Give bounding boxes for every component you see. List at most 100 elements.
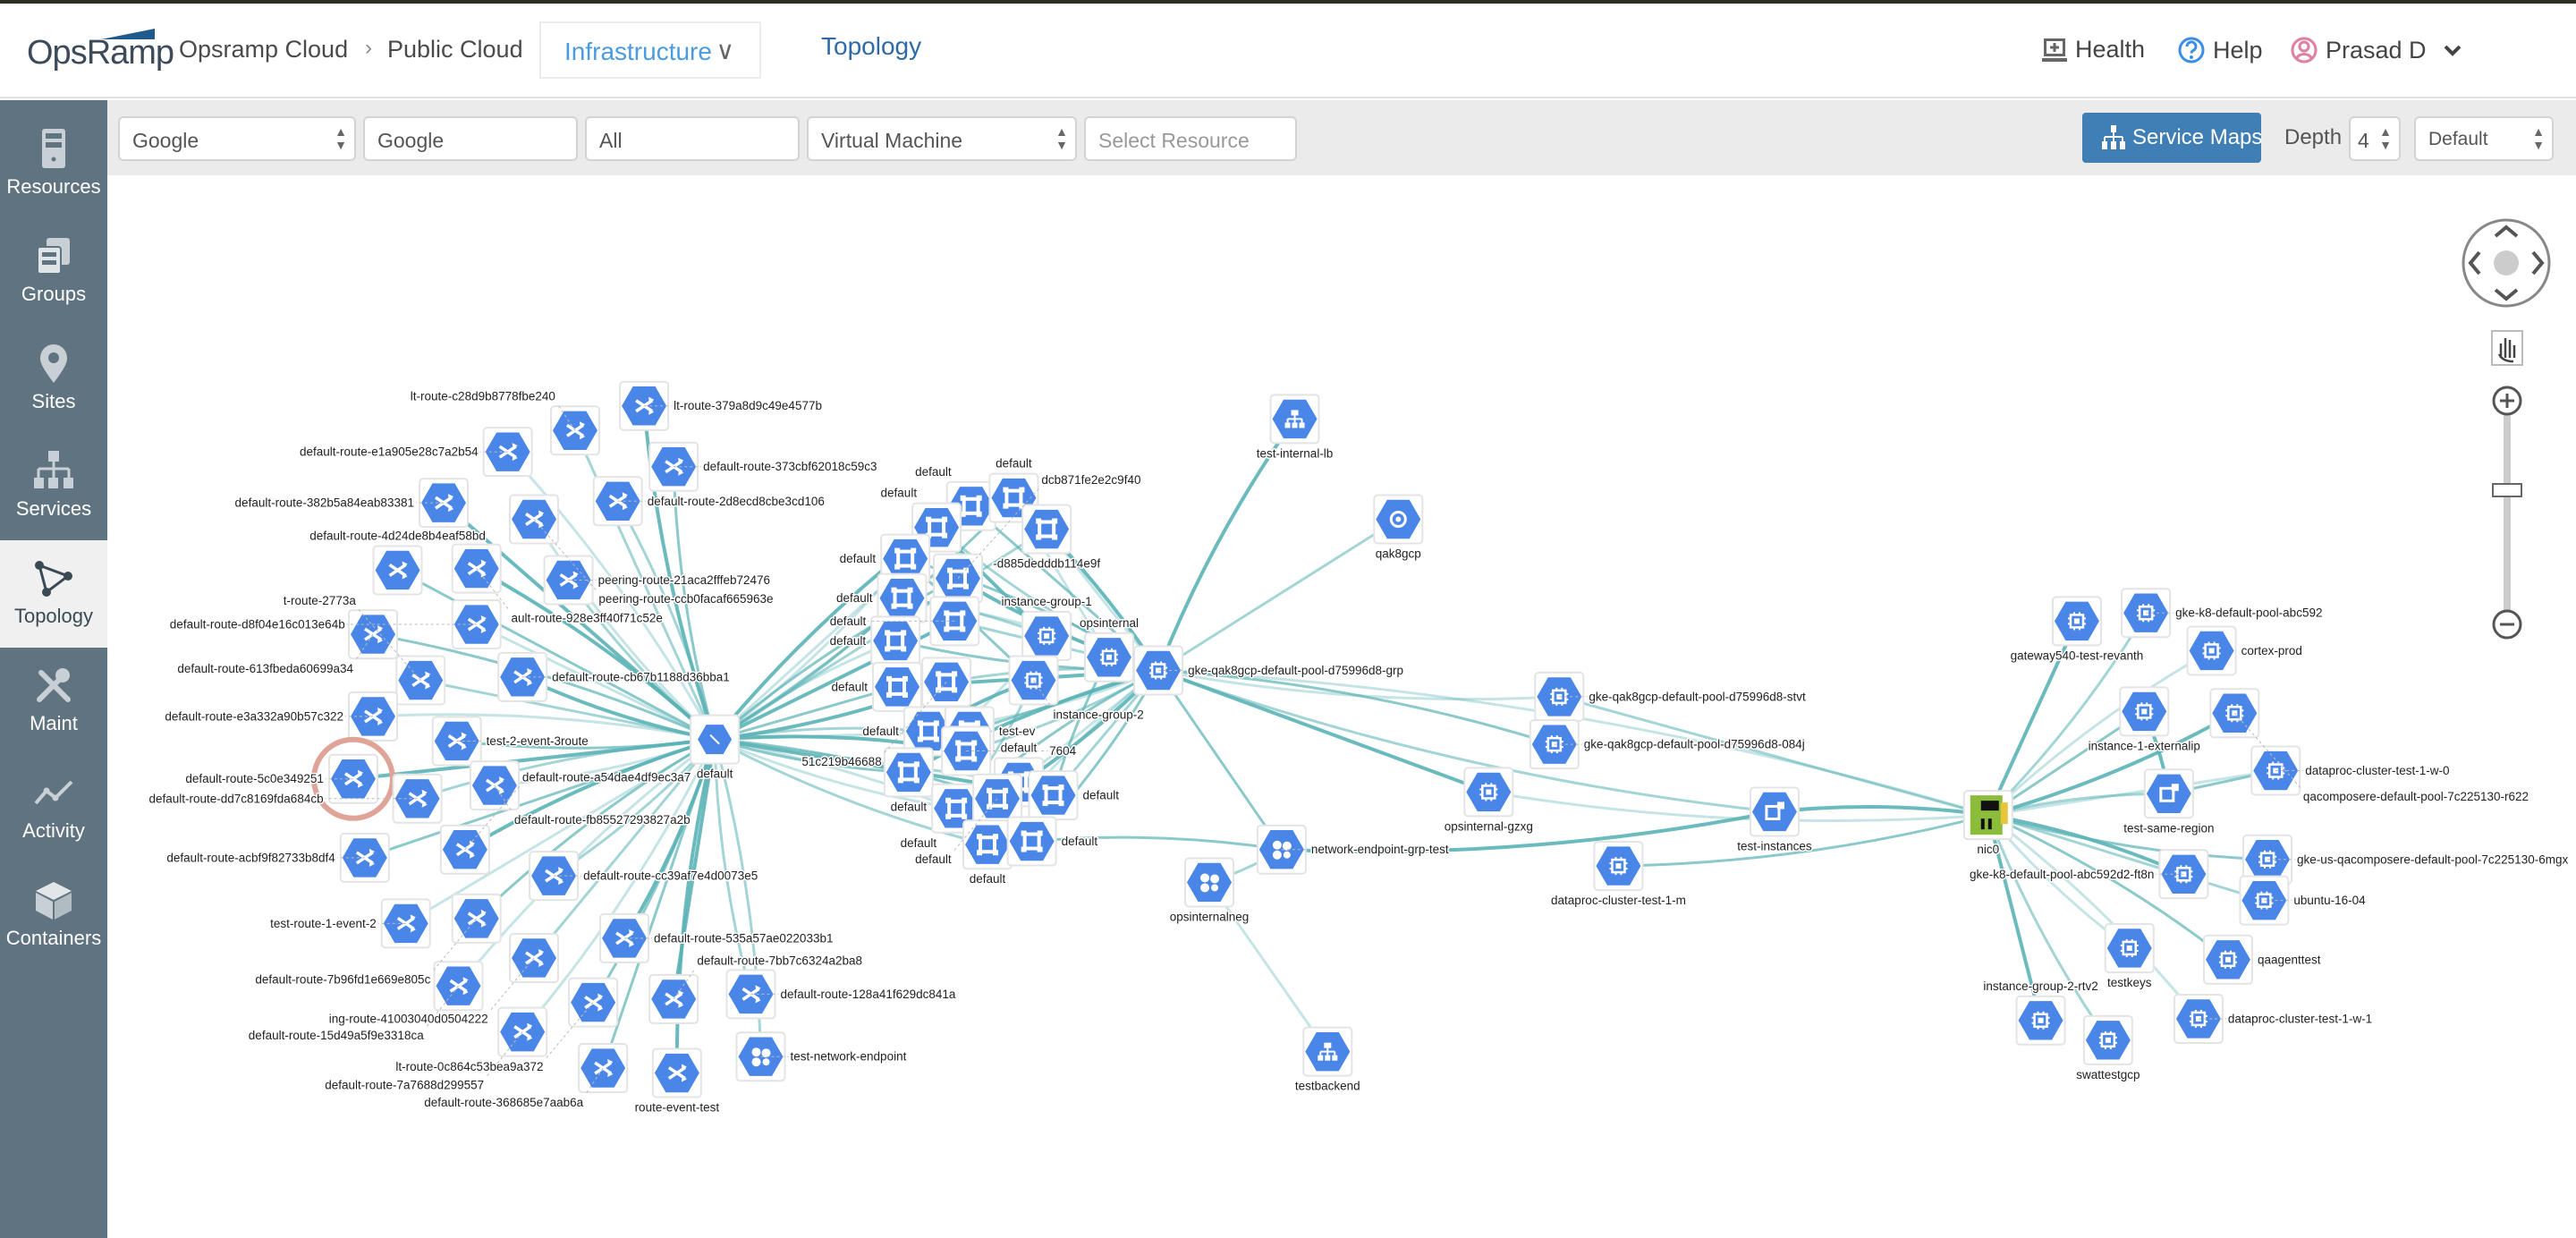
user-menu[interactable]: Prasad D: [2290, 36, 2462, 64]
compute-icon: [2122, 691, 2167, 732]
pan-control[interactable]: [2462, 218, 2551, 308]
topology-node-gw[interactable]: [2051, 596, 2102, 647]
topology-node-tk[interactable]: [2104, 922, 2155, 973]
user-name: Prasad D: [2326, 36, 2427, 64]
topology-node-cp[interactable]: [2186, 625, 2237, 676]
zoom-in-button[interactable]: [2492, 386, 2522, 416]
topology-node-d19[interactable]: [1028, 770, 1079, 821]
label-leader-line: [464, 784, 521, 851]
breadcrumb-public-cloud[interactable]: Public Cloud: [387, 36, 523, 63]
depth-select[interactable]: 4▲▼: [2349, 116, 2401, 161]
topology-node-r31[interactable]: [497, 1006, 548, 1057]
node-label: default: [830, 634, 867, 648]
help-button[interactable]: Help: [2177, 36, 2263, 64]
sidebar-label: Activity: [22, 819, 85, 842]
topology-node-r26[interactable]: [509, 932, 560, 983]
map-navigation-controls: [2462, 218, 2551, 640]
topology-node-r33[interactable]: [651, 1047, 702, 1098]
topology-node-opneg[interactable]: [1184, 857, 1235, 908]
node-label: default-route-e1a905e28c7a2b54: [300, 445, 479, 459]
sidebar-item-maint[interactable]: Maint: [0, 648, 107, 755]
map-pin-icon: [40, 344, 67, 383]
module-select[interactable]: Infrastructure ∨: [539, 21, 761, 79]
sidebar-item-groups[interactable]: Groups: [0, 218, 107, 326]
cloud-provider-value: Google: [132, 129, 199, 152]
topology-node-nic[interactable]: [1962, 790, 2013, 841]
topology-node-qak[interactable]: [1373, 494, 1424, 545]
topology-node-r9[interactable]: [451, 543, 502, 594]
topology-node-dpm[interactable]: [1593, 841, 1644, 892]
node-label: t-route-2773a: [284, 594, 357, 607]
topology-node-opi[interactable]: [1083, 632, 1134, 683]
node-label: default-route-613fbeda60699a34: [177, 662, 353, 675]
topology-node-r21[interactable]: [439, 824, 490, 875]
resource-type-select[interactable]: Virtual Machine▲▼: [807, 116, 1077, 161]
layout-select[interactable]: Default▲▼: [2414, 116, 2554, 161]
node-label: default-route-e3a332a90b57c322: [165, 709, 343, 723]
topology-node-d4[interactable]: [1021, 504, 1072, 555]
topology-node-d8[interactable]: [877, 572, 928, 623]
topology-node-d18[interactable]: [972, 773, 1023, 824]
sidebar-item-topology[interactable]: Topology: [0, 540, 107, 648]
chevron-down-icon: [2444, 45, 2461, 56]
node-label: opsinternalneg: [1170, 910, 1250, 923]
help-icon: [2178, 37, 2205, 64]
zoom-slider-handle[interactable]: [2492, 483, 2522, 497]
topology-node-ig1[interactable]: [1021, 610, 1072, 661]
node-label: default-route-cb67b1188d36bba1: [552, 670, 730, 683]
topology-node-d21[interactable]: [1006, 816, 1057, 867]
opsramp-logo[interactable]: OpsRamp: [27, 34, 174, 72]
sidebar-item-containers[interactable]: Containers: [0, 862, 107, 970]
topology-node-qa[interactable]: [2202, 934, 2253, 985]
topology-node-til[interactable]: [1269, 394, 1320, 445]
hand-pan-icon[interactable]: [2491, 330, 2523, 366]
topology-node-gzxg[interactable]: [1463, 767, 1514, 818]
topology-node-d6[interactable]: [932, 553, 983, 604]
topology-node-ti[interactable]: [1749, 786, 1800, 837]
topology-node-hub[interactable]: [690, 714, 741, 765]
sidebar-item-sites[interactable]: Sites: [0, 326, 107, 433]
breadcrumb-opsramp-cloud[interactable]: Opsramp Cloud: [179, 36, 349, 63]
route-icon: [531, 856, 577, 895]
account-select[interactable]: Google: [363, 116, 578, 161]
topology-node-d9[interactable]: [870, 615, 921, 666]
topology-node-swt[interactable]: [2082, 1014, 2133, 1065]
topology-node-ig2r[interactable]: [2015, 995, 2066, 1046]
node-label: opsinternal-gzxg: [1445, 819, 1533, 833]
topology-node-tsr[interactable]: [2143, 768, 2194, 819]
topology-edge: [419, 675, 716, 742]
topology-node-i1e[interactable]: [2119, 686, 2170, 737]
node-label: default: [996, 457, 1032, 471]
topology-edge: [1031, 835, 1284, 855]
group-icon: [2146, 774, 2191, 813]
topology-edge: [1281, 806, 1776, 853]
region-select[interactable]: All: [585, 116, 800, 161]
sidebar-item-activity[interactable]: Activity: [0, 755, 107, 862]
service-maps-button[interactable]: Service Maps: [2082, 113, 2262, 163]
topology-graph[interactable]: defaultlt-route-379a8d9c49e4577blt-route…: [107, 175, 2576, 1238]
select-resource-input[interactable]: Select Resource: [1084, 116, 1297, 161]
cloud-provider-select[interactable]: Google▲▼: [118, 116, 356, 161]
topology-edge: [1157, 668, 1556, 748]
zoom-out-button[interactable]: [2492, 609, 2522, 640]
topology-node-r27[interactable]: [433, 961, 484, 1012]
topology-edge: [1987, 649, 2213, 817]
health-button[interactable]: Health: [2041, 36, 2145, 64]
node-label: default-route-15d49a5f9e3318ca: [249, 1029, 424, 1042]
topology-link[interactable]: Topology: [821, 32, 922, 60]
sidebar-item-resources[interactable]: Resources: [0, 111, 107, 218]
topology-node-r22[interactable]: [529, 851, 580, 902]
topology-node-d11[interactable]: [921, 657, 972, 708]
topology-node-d20[interactable]: [962, 819, 1013, 870]
lb-icon: [1305, 1031, 1351, 1072]
topology-node-d10[interactable]: [872, 661, 923, 712]
topology-edge: [1987, 711, 2237, 818]
topology-edge: [714, 738, 989, 849]
node-label: default: [836, 591, 873, 605]
topology-node-r8[interactable]: [372, 545, 423, 596]
sidebar-item-services[interactable]: Services: [0, 433, 107, 540]
topology-node-tbe[interactable]: [1302, 1026, 1353, 1077]
topology-node-d14[interactable]: [883, 747, 934, 798]
topology-edge: [1987, 813, 2200, 1021]
